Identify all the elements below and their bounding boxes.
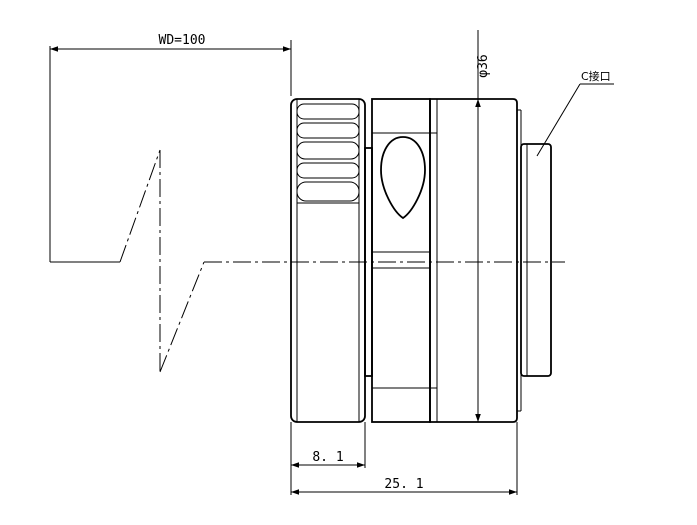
aperture-lock-knob (380, 136, 426, 220)
optical-axis-break-line (50, 149, 565, 373)
front-length-dimension: 8. 1 (290, 422, 366, 495)
aperture-ring (371, 98, 431, 423)
c-mount-thread (520, 143, 552, 377)
aperture-ring-outline (371, 98, 431, 423)
aperture-window-lower (371, 267, 431, 389)
c-mount-outline (520, 143, 552, 377)
rear-barrel-outline (429, 98, 518, 423)
knurled-grip (296, 103, 360, 204)
focus-ring (290, 98, 366, 423)
wd-label: WD=100 (159, 33, 206, 48)
front-length-label: 8. 1 (312, 450, 343, 465)
total-length-dimension: 25. 1 (291, 422, 518, 495)
grip-ridge (296, 162, 360, 179)
mount-leader-line (536, 83, 581, 157)
lens-body (290, 98, 552, 423)
mount-label: C接口 (581, 70, 611, 83)
break-line-lower-diagonal (159, 261, 205, 373)
focus-ring-outline (290, 98, 366, 423)
diameter-dimension: φ36 (475, 30, 491, 422)
grip-ridge (296, 122, 360, 139)
grip-ridge (296, 181, 360, 202)
grip-ridge (296, 141, 360, 160)
diameter-label: φ36 (476, 54, 491, 77)
working-distance-dimension: WD=100 (49, 33, 292, 262)
grip-ridge (296, 103, 360, 120)
total-length-label: 25. 1 (384, 477, 423, 492)
mount-callout: C接口 (536, 70, 614, 157)
rear-barrel (429, 98, 522, 423)
break-line-upper-diagonal (119, 149, 161, 263)
